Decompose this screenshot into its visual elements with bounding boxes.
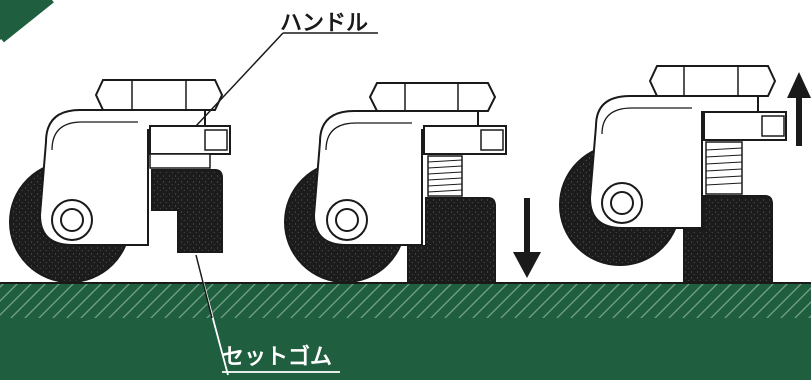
- down-arrow-icon: [513, 198, 541, 278]
- hex-nut: [648, 65, 777, 97]
- set-rubber: [151, 169, 223, 253]
- ground-solid: [0, 318, 811, 380]
- set-rubber: [407, 197, 496, 283]
- hex-nut: [368, 82, 497, 112]
- hex-nut: [94, 79, 224, 111]
- handle-leader: [195, 32, 378, 127]
- corner-stripe-edge: [0, 0, 54, 43]
- set-rubber-label: セットゴム: [222, 345, 333, 370]
- caster-middle: [284, 82, 541, 283]
- caster-left: [9, 79, 231, 283]
- caster-right: [559, 65, 811, 283]
- up-arrow-icon: [787, 72, 811, 146]
- rubber-leader: [195, 254, 340, 376]
- thread-screw: [427, 155, 463, 197]
- ground-hatch-band: [0, 283, 811, 320]
- thread-screw: [705, 141, 743, 195]
- set-rubber: [683, 195, 773, 283]
- handle-label: ハンドル: [280, 11, 369, 36]
